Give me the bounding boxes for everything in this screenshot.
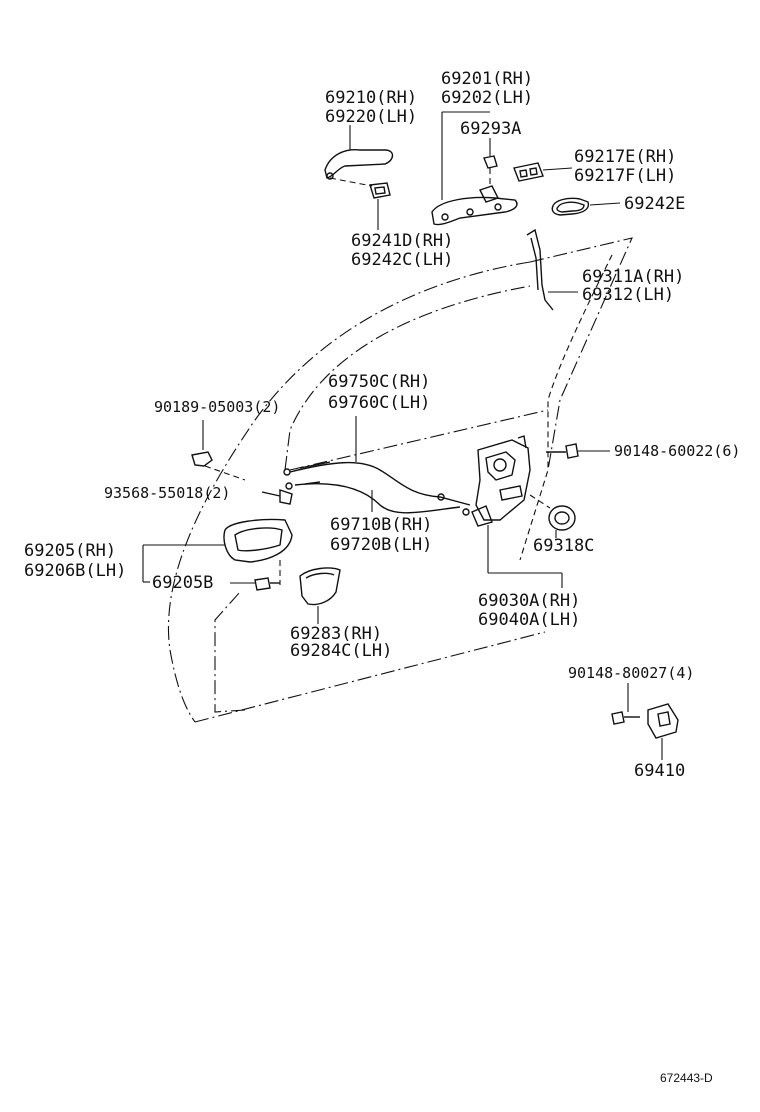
label-69242e: 69242E: [624, 194, 685, 214]
handle-pad-icon: [369, 182, 391, 199]
label-69205b: 69205B: [152, 573, 213, 593]
clip-90189-icon: [191, 451, 213, 467]
label-69241d: 69241D(RH): [351, 231, 453, 251]
clip-69293a-icon: [483, 155, 498, 169]
label-93568: 93568-55018(2): [104, 484, 230, 502]
grommet-69318c-icon: [548, 505, 576, 531]
label-69040a: 69040A(LH): [478, 610, 580, 630]
label-69710b: 69710B(RH): [330, 515, 432, 535]
label-69206b: 69206B(LH): [24, 561, 126, 581]
drawing-code: 672443-D: [660, 1071, 713, 1085]
label-69242c: 69242C(LH): [351, 250, 453, 270]
screw-69205b-icon: [254, 577, 280, 591]
label-69312: 69312(LH): [582, 285, 674, 305]
label-69410: 69410: [634, 761, 685, 781]
label-69750c: 69750C(RH): [328, 372, 430, 392]
label-69284c: 69284C(LH): [290, 641, 392, 661]
door-lock-icon: [471, 435, 531, 527]
label-69217f: 69217F(LH): [574, 166, 676, 186]
label-69205: 69205(RH): [24, 541, 116, 561]
handle-frame-icon: [431, 185, 518, 226]
label-69720b: 69720B(LH): [330, 535, 432, 555]
gasket-69242e-icon: [551, 197, 590, 216]
label-69311a: 69311A(RH): [582, 267, 684, 287]
cable-69750c-icon: [283, 461, 471, 506]
label-69760c: 69760C(LH): [328, 393, 430, 413]
label-69030a: 69030A(RH): [478, 591, 580, 611]
screw-90148-60022-icon: [546, 443, 579, 459]
label-69201: 69201(RH): [441, 69, 533, 89]
label-69217e: 69217E(RH): [574, 147, 676, 167]
label-90148-60022: 90148-60022(6): [614, 442, 740, 460]
screw-93568-icon: [261, 489, 293, 505]
label-69293a: 69293A: [460, 119, 521, 139]
label-90189: 90189-05003(2): [154, 398, 280, 416]
striker-69410-icon: [647, 703, 679, 739]
lock-rod-icon: [526, 228, 554, 311]
cover-69217e-icon: [513, 162, 544, 182]
label-69318c: 69318C: [533, 536, 594, 556]
leader-69242e: [589, 202, 621, 206]
label-69202: 69202(LH): [441, 88, 533, 108]
label-90148-80027: 90148-80027(4): [568, 664, 694, 682]
label-69210: 69210(RH): [325, 88, 417, 108]
label-69283: 69283(RH): [290, 624, 382, 644]
screw-90148-80027-icon: [611, 711, 640, 725]
inside-handle-icon: [223, 518, 293, 563]
cable-69710b-icon: [285, 481, 470, 516]
leader-69217e: [542, 167, 573, 171]
bezel-69283-icon: [299, 567, 341, 606]
label-69220: 69220(LH): [325, 107, 417, 127]
outside-handle-icon: [324, 148, 394, 187]
door-outline: [167, 237, 633, 723]
